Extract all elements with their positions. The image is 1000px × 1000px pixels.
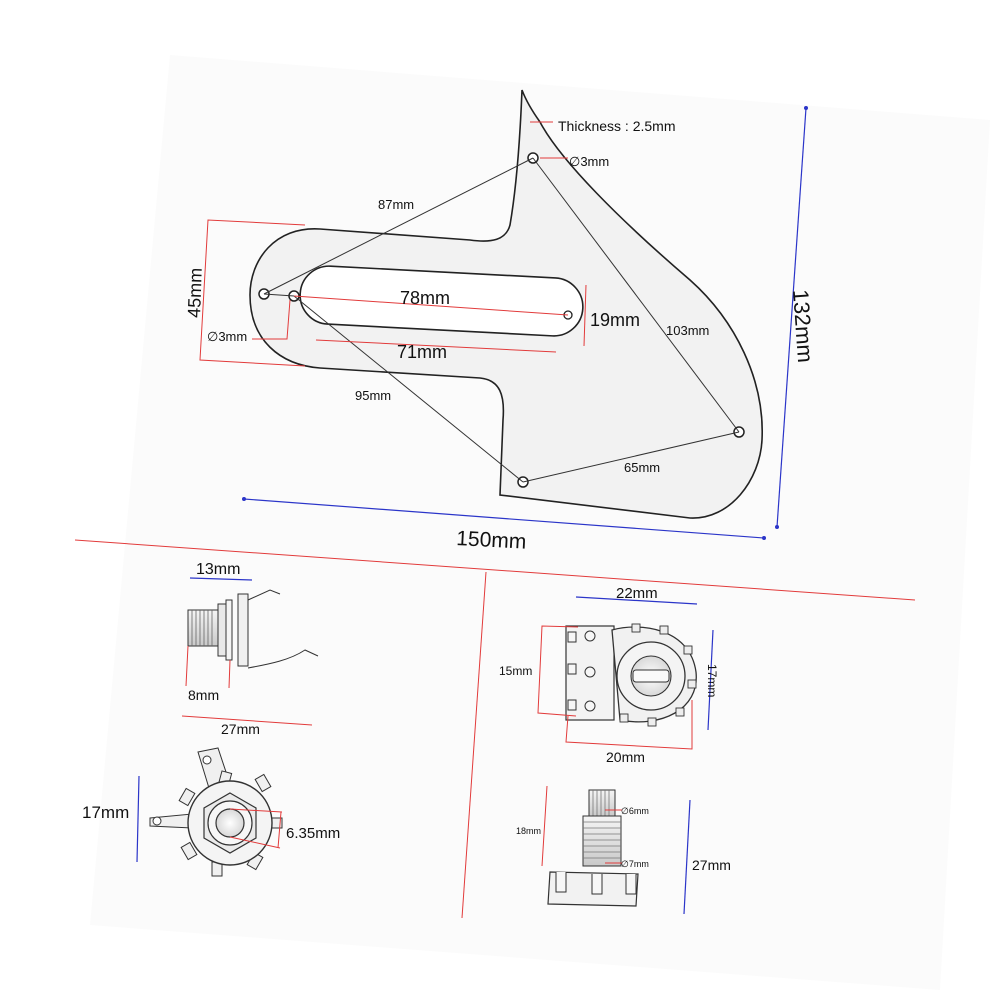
dim-15-label: 15mm	[499, 664, 532, 678]
dim-635-label: 6.35mm	[286, 825, 340, 842]
dim-45-label: 45mm	[184, 267, 206, 318]
pot-terminals	[555, 872, 637, 895]
jack-front-socket	[215, 808, 245, 838]
dim-17-jack-line	[136, 775, 140, 863]
thickness-label: Thickness : 2.5mm	[558, 118, 675, 134]
dim-103-label: 103mm	[666, 323, 709, 338]
dim-78-line	[293, 295, 569, 316]
dim-132-line	[776, 107, 807, 528]
dim-8-right	[228, 659, 231, 689]
divider-horizontal	[74, 539, 916, 601]
switch-knob-slot	[632, 669, 670, 683]
jack-thread	[187, 609, 219, 647]
dim-87-label: 87mm	[378, 197, 414, 212]
dim-17-switch-label: 17mm	[705, 664, 719, 697]
switch-lugs	[567, 630, 596, 712]
dim-45-line	[199, 219, 306, 367]
jack-nut	[217, 603, 227, 657]
dim-78-label: 78mm	[400, 288, 450, 308]
dim-95-label: 95mm	[355, 388, 391, 403]
dim-132-end-top	[804, 106, 808, 110]
divider-vertical	[461, 571, 487, 919]
dim-15-line	[537, 625, 579, 717]
switch-ring-teeth	[619, 623, 697, 727]
dim-8-left	[185, 645, 189, 687]
dim-17-switch-line	[707, 629, 714, 731]
dim-150-end-right	[762, 536, 766, 540]
dim-6-label: ∅6mm	[621, 806, 649, 816]
dim-65-label: 65mm	[624, 460, 660, 475]
dim-22-label: 22mm	[616, 585, 658, 602]
jack-spring-contact	[247, 589, 281, 601]
dim-17-jack-label: 17mm	[82, 803, 129, 822]
jack-front-group: 17mm 6.35mm	[82, 747, 340, 877]
dim-18-label: 18mm	[516, 826, 541, 836]
dim-71-label: 71mm	[397, 342, 447, 362]
pickup-slot	[299, 265, 584, 337]
pot-group: ∅6mm ∅7mm 18mm 27mm	[516, 785, 731, 915]
line-95	[293, 295, 524, 483]
jack-frame	[237, 593, 249, 667]
dim-27-pot-label: 27mm	[692, 857, 731, 873]
dim-7-label: ∅7mm	[621, 859, 649, 869]
jack-thread-ridges	[191, 610, 213, 646]
line-103	[532, 157, 740, 433]
jack-front-tab-hole	[152, 816, 162, 826]
pot-bushing-threads	[583, 821, 621, 859]
dim-635-bottom	[229, 836, 281, 849]
jack-front-lug-hole	[202, 755, 212, 765]
dim-20-label: 20mm	[606, 749, 645, 765]
dim-132-end-bottom	[775, 525, 779, 529]
pot-bushing	[582, 815, 622, 867]
jack-spring-lower	[247, 649, 319, 669]
dim-150-label: 150mm	[456, 527, 527, 554]
jack-washer	[225, 599, 233, 661]
jack-side-group: 13mm 8mm 27mm	[181, 561, 319, 737]
dim-18-line	[541, 785, 548, 867]
dim-20-line	[565, 700, 693, 750]
dim-27-jack-line	[181, 715, 313, 726]
dim-19-label: 19mm	[590, 310, 640, 330]
line-triangle-top	[263, 293, 295, 297]
dim-635-top	[229, 808, 283, 813]
hole-left-label: ∅3mm	[207, 329, 247, 344]
dim-150-line	[243, 498, 765, 539]
dim-635-vertical	[277, 811, 282, 849]
hole-left-leader	[252, 299, 291, 340]
line-87	[263, 157, 534, 295]
pickguard-group: Thickness : 2.5mm ∅3mm 87mm 45mm ∅3mm 78…	[184, 89, 818, 554]
dim-27-jack-label: 27mm	[221, 721, 260, 737]
dim-19-line	[583, 284, 587, 347]
dim-22-line	[575, 596, 698, 605]
dim-13-line	[189, 577, 253, 581]
dim-150-end-left	[242, 497, 246, 501]
line-65	[522, 431, 740, 483]
pot-shaft-ridges	[592, 790, 610, 816]
switch-group: 22mm 15mm 17mm 20mm	[499, 585, 719, 765]
dim-13-label: 13mm	[196, 561, 240, 578]
dim-71-line	[315, 339, 557, 353]
hole-top-label: ∅3mm	[569, 154, 609, 169]
dim-8-label: 8mm	[188, 687, 219, 703]
dim-27-pot-line	[683, 799, 691, 915]
dim-132-label: 132mm	[788, 289, 818, 364]
